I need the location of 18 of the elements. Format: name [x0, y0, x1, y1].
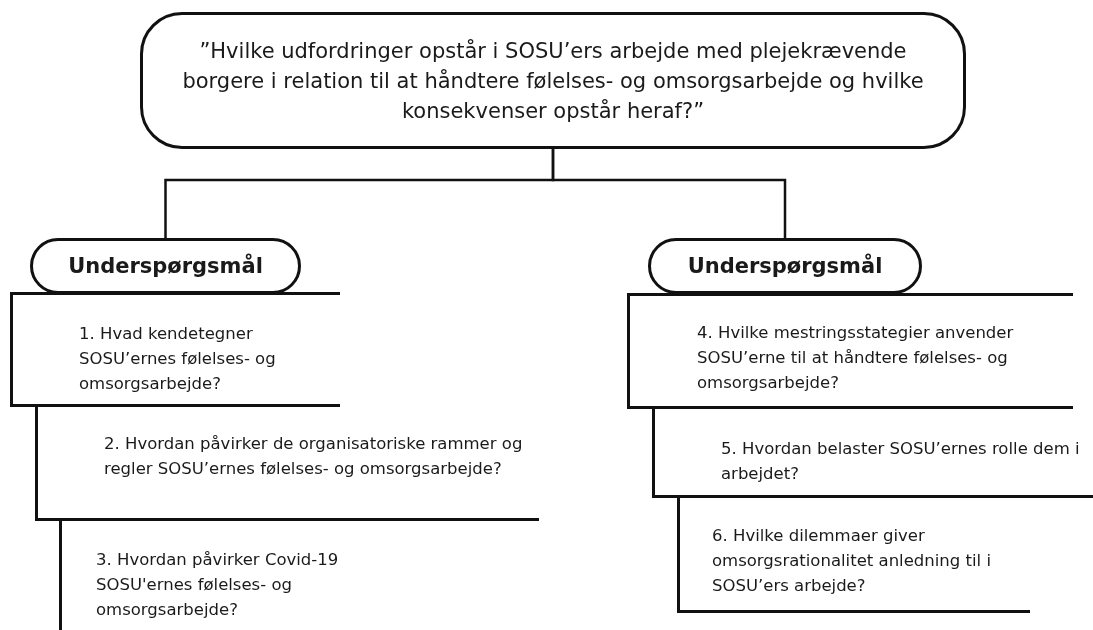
question-text: ”Hvilke udfordringer opstår i SOSU’ers arbejde med plejekrævende borgere i relation til at håndtere følelses- og omsorgsarbejde og hvilke konsekvenser opstår heraf?”: [181, 37, 925, 125]
question-text: 3. Hvordan påvirker Covid-19 SOSU'ernes følelses- og omsorgsarbejde?: [96, 549, 340, 621]
heading-text: Underspørgsmål: [687, 254, 883, 278]
question-bracket-box: [677, 497, 1030, 613]
question-box: [140, 12, 966, 149]
question-text: 6. Hvilke dilemmaer giver omsorgsrationalitet anledning til i SOSU’ers arbejde?: [712, 525, 992, 597]
heading-text: Underspørgsmål: [68, 254, 263, 278]
question-bracket-box: [652, 408, 1093, 498]
question-text: 1. Hvad kendetegner SOSU’ernes følelses- og omsorgsarbejde?: [79, 323, 277, 395]
question-bracket-box: [627, 293, 1073, 409]
heading-pill: [30, 238, 301, 294]
question-bracket-box: [35, 407, 539, 521]
question-text: 2. Hvordan påvirker de organisatoriske rammer og regler SOSU’ernes følelses- og omsorgsarbejde?: [104, 433, 524, 480]
question-text: 5. Hvordan belaster SOSU’ernes rolle dem i arbejdet?: [721, 438, 1081, 485]
question-text: 4. Hvilke mestringsstategier anvender SOSU’erne til at håndtere følelses- og omsorgsarbejde?: [697, 322, 1015, 394]
question-bracket-box: [10, 292, 340, 407]
heading-pill: [648, 238, 922, 294]
connector-line: [551, 149, 787, 238]
